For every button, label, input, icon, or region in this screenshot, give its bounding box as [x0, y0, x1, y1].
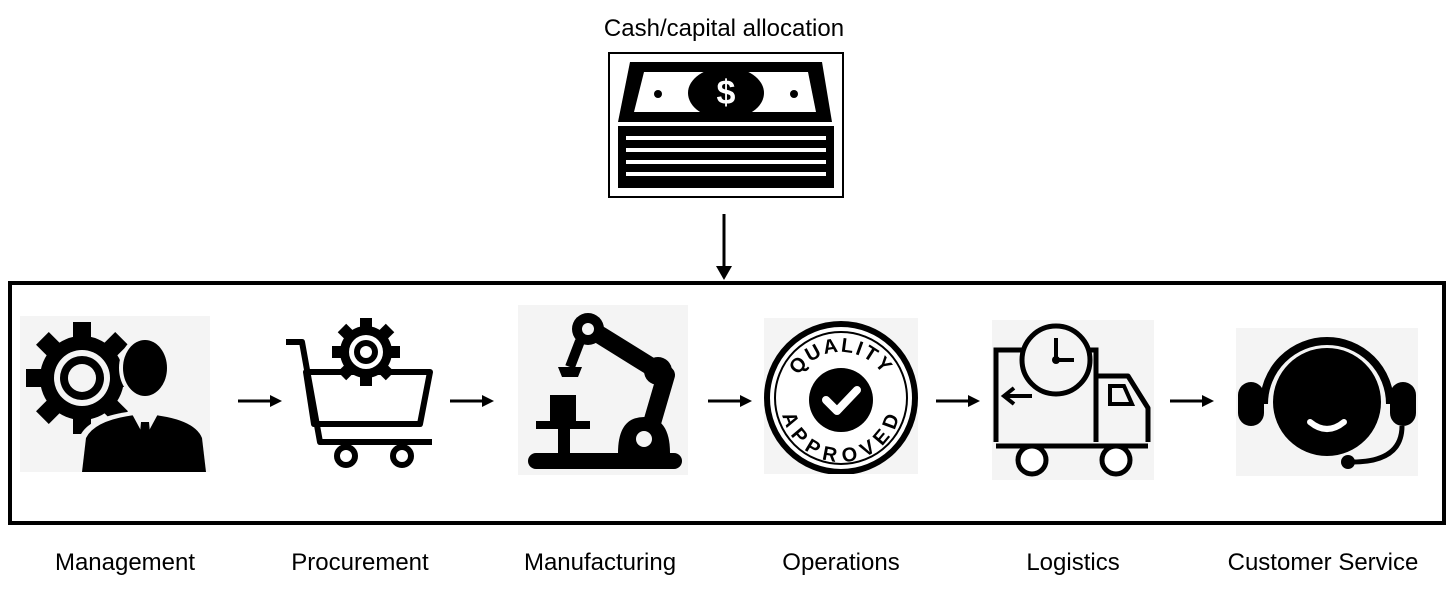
currency-symbol: $ [717, 74, 736, 112]
cash-allocation-frame: $ [608, 52, 844, 198]
stage-label-management: Management [54, 549, 196, 576]
cash-stack-icon: $ [618, 62, 834, 188]
arrow-management-to-procurement [238, 395, 282, 407]
arrow-procurement-to-manufacturing [450, 395, 494, 407]
manager-gear-icon [26, 322, 210, 472]
stage-label-logistics: Logistics [1026, 549, 1120, 576]
arrow-operations-to-logistics [936, 395, 980, 407]
process-chain-box [8, 281, 1446, 525]
quality-approved-badge-icon: QUALITY APPROVED [764, 321, 918, 474]
stage-label-procurement: Procurement [291, 549, 429, 576]
stage-logistics-tile [992, 320, 1154, 480]
stage-operations-tile: QUALITY APPROVED [764, 318, 918, 474]
stage-customer-service-tile [1236, 328, 1418, 476]
delivery-truck-clock-icon [992, 323, 1152, 477]
stage-procurement-tile [284, 312, 438, 472]
shopping-cart-gear-icon [286, 318, 433, 468]
stage-label-customer-service: Customer Service [1227, 549, 1419, 576]
stage-label-manufacturing: Manufacturing [523, 549, 677, 576]
arrow-logistics-to-customer-service [1170, 395, 1214, 407]
headset-support-icon [1238, 337, 1416, 469]
stage-label-operations: Operations [782, 549, 900, 576]
stage-manufacturing-tile [518, 305, 688, 475]
arrow-manufacturing-to-operations [708, 395, 752, 407]
diagram-title: Cash/capital allocation [603, 15, 845, 42]
robot-arm-icon [528, 313, 682, 469]
allocation-arrow [716, 214, 732, 280]
stage-management-tile [20, 316, 210, 472]
